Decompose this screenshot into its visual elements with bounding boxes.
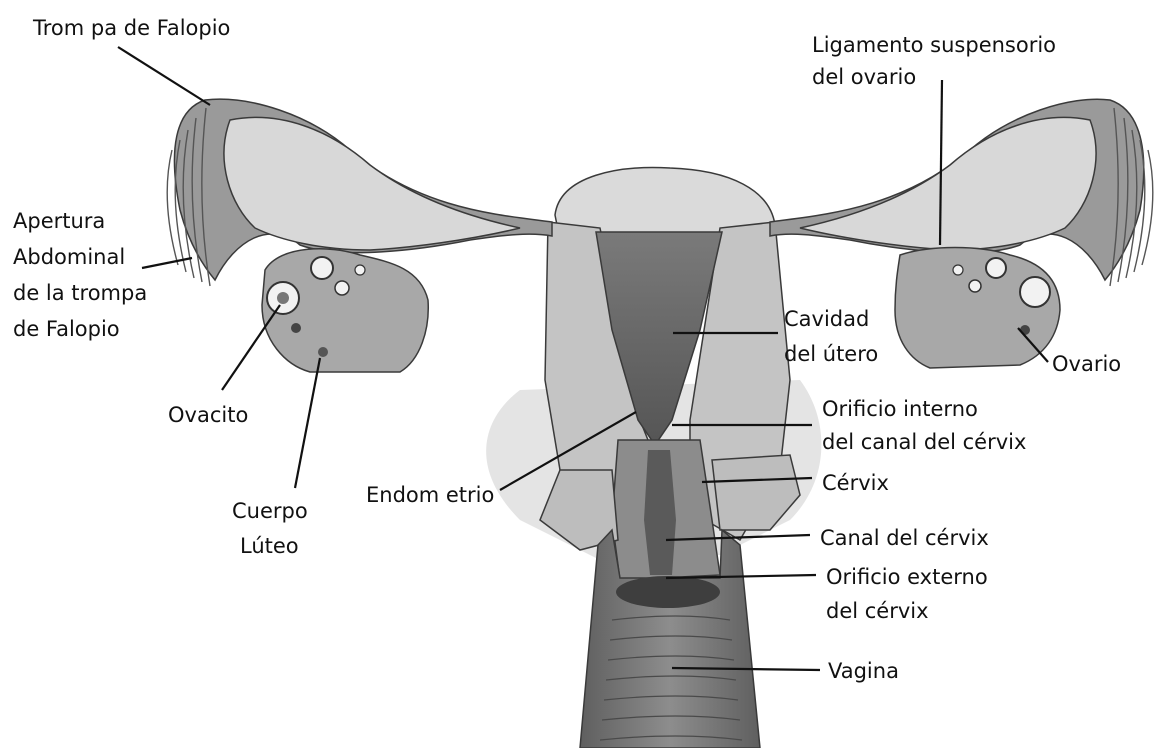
label-trompa-de-falopio: Trom pa de Falopio bbox=[32, 16, 230, 40]
corpus-luteum-left bbox=[318, 347, 328, 357]
anatomy-illustration bbox=[167, 99, 1153, 748]
follicle-left-2 bbox=[335, 281, 349, 295]
label-ovacito: Ovacito bbox=[168, 403, 248, 427]
label-orificio-interno-line2: del canal del cérvix bbox=[822, 430, 1026, 454]
label-orificio-externo-line1: Orificio externo bbox=[826, 565, 988, 589]
label-cervix: Cérvix bbox=[822, 471, 889, 495]
label-vagina: Vagina bbox=[828, 659, 899, 683]
follicle-left-1 bbox=[311, 257, 333, 279]
follicle-left-3 bbox=[355, 265, 365, 275]
label-apertura-line3: de la trompa bbox=[13, 281, 147, 305]
label-apertura-line4: de Falopio bbox=[13, 317, 120, 341]
follicle-right-large bbox=[1020, 277, 1050, 307]
label-cuerpo-luteo-line2: Lúteo bbox=[240, 534, 299, 558]
cervical-canal bbox=[644, 450, 676, 575]
follicle-right-1 bbox=[986, 258, 1006, 278]
label-cavidad-line2: del útero bbox=[784, 342, 878, 366]
label-cavidad-line1: Cavidad bbox=[784, 307, 869, 331]
follicle-right-3 bbox=[953, 265, 963, 275]
label-cuerpo-luteo-line1: Cuerpo bbox=[232, 499, 308, 523]
label-canal-del-cervix: Canal del cérvix bbox=[820, 526, 989, 550]
mesosalpinx-left bbox=[224, 117, 520, 250]
mesosalpinx-right bbox=[800, 117, 1096, 250]
label-endometrio: Endom etrio bbox=[366, 483, 494, 507]
label-apertura-line2: Abdominal bbox=[13, 245, 125, 269]
follicle-right-2 bbox=[969, 280, 981, 292]
external-os bbox=[616, 576, 720, 608]
label-orificio-interno-line1: Orificio interno bbox=[822, 397, 978, 421]
label-ligamento-line2: del ovario bbox=[812, 65, 916, 89]
label-ligamento-line1: Ligamento suspensorio bbox=[812, 33, 1056, 57]
label-ovario: Ovario bbox=[1052, 352, 1121, 376]
label-apertura-line1: Apertura bbox=[13, 209, 105, 233]
label-orificio-externo-line2: del cérvix bbox=[826, 599, 929, 623]
